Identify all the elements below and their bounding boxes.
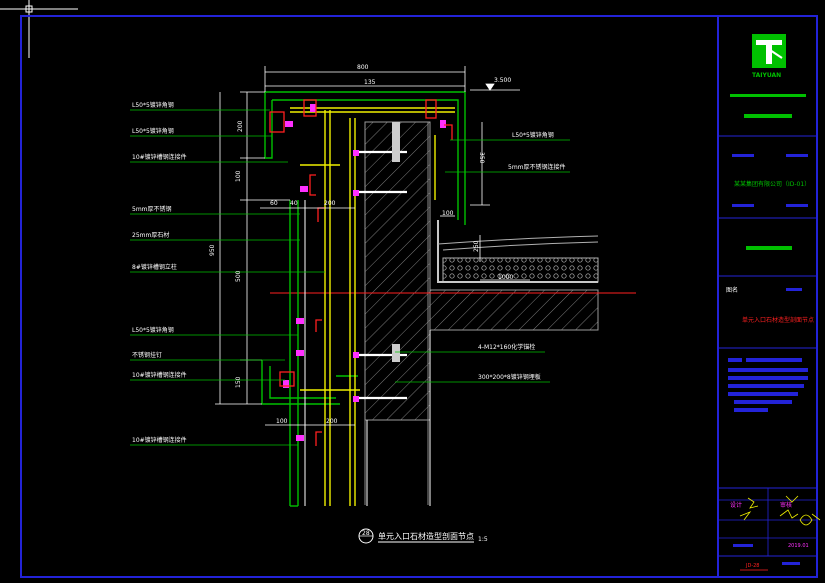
caption-title: 单元入口石材造型剖面节点	[378, 531, 474, 541]
leader-lines-left	[130, 109, 325, 446]
dimension-texts: 800 135 3.500 200 100 950 500 150 60 40 …	[209, 64, 513, 425]
dim-135: 135	[364, 79, 376, 86]
design-label: 设计	[730, 501, 742, 509]
callout-left-2: L50*5镀锌角钢	[132, 127, 174, 135]
insulation-layer	[442, 257, 599, 283]
callout-right-3: 4-M12*160化学锚栓	[478, 343, 535, 351]
stainless-fixings	[283, 104, 446, 441]
callout-right-4: 300*200*8镀锌钢埋板	[478, 373, 541, 381]
callout-right-2: 5mm厚不锈钢连接件	[508, 163, 566, 171]
dimension-lines	[215, 66, 530, 426]
caption-number: 28	[362, 530, 370, 537]
callout-left-7: L50*5镀锌角钢	[132, 326, 174, 334]
logo-text: TAIYUAN	[752, 72, 781, 79]
title-notes-bars	[728, 358, 808, 412]
dim-200-left: 200	[237, 120, 244, 132]
dim-350: 350	[478, 152, 485, 164]
dim-100-bottom: 100	[276, 418, 288, 425]
callout-left-5: 25mm厚石材	[132, 231, 169, 239]
dim-elevation: 3.500	[494, 77, 511, 84]
dim-100-left: 100	[235, 170, 242, 182]
drawing-name: 单元入口石材造型剖面节点	[742, 316, 814, 324]
check-label: 审核	[780, 501, 792, 509]
callout-left-3: 10#镀锌槽钢连接件	[132, 153, 187, 161]
callout-left-8: 不锈钢挂钉	[132, 351, 162, 359]
dim-40: 40	[290, 200, 298, 207]
dim-1000: 1000	[498, 274, 513, 281]
concrete-slab	[429, 289, 599, 331]
drawing-caption: 28 单元入口石材造型剖面节点 1:5	[358, 528, 488, 544]
callout-left-1: L50*5镀锌角钢	[132, 101, 174, 109]
drawing-date: 2019.01	[788, 543, 809, 549]
concrete-wall	[364, 121, 431, 421]
callout-left-6: 8#镀锌槽钢立柱	[132, 263, 177, 271]
dim-150-left: 150	[235, 376, 242, 388]
steel-frame	[290, 107, 455, 506]
leader-lines-right	[395, 139, 570, 383]
callout-right-1: L50*5镀锌角钢	[512, 131, 554, 139]
dim-200-bottom: 200	[326, 418, 338, 425]
caption-scale: 1:5	[478, 536, 488, 543]
dim-950: 950	[209, 244, 216, 256]
callout-left-4: 5mm厚不锈钢	[132, 205, 172, 213]
project-name: 某某集团有限公司（ID-01）	[734, 180, 810, 188]
dim-500: 500	[235, 270, 242, 282]
dim-200-mid: 200	[324, 200, 336, 207]
signature-area: 设计 审核 2019.01 JD-28	[718, 488, 821, 571]
dim-60: 60	[270, 200, 278, 207]
label-drawing-name: 图名	[726, 286, 738, 294]
right-callouts: L50*5镀锌角钢 5mm厚不锈钢连接件 4-M12*160化学锚栓 300*2…	[478, 131, 566, 381]
waterproof-layer	[437, 220, 598, 283]
sheet-number: JD-28	[745, 563, 760, 569]
left-callouts: L50*5镀锌角钢 L50*5镀锌角钢 10#镀锌槽钢连接件 5mm厚不锈钢 2…	[132, 101, 187, 444]
callout-left-10: 10#镀锌槽钢连接件	[132, 436, 187, 444]
dim-100-right: 100	[442, 210, 454, 217]
dim-250: 250	[473, 240, 480, 252]
dim-800: 800	[357, 64, 369, 71]
callout-left-9: 10#镀锌槽钢连接件	[132, 371, 187, 379]
title-block-frame	[717, 15, 818, 578]
cursor-crosshair	[0, 0, 78, 58]
company-logo: TAIYUAN	[752, 34, 786, 79]
